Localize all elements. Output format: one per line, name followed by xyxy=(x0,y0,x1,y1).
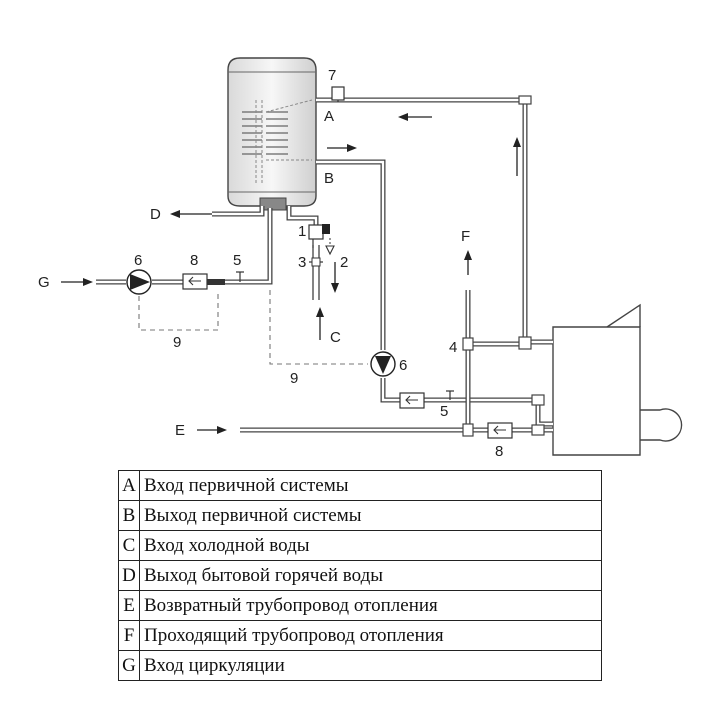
legend-text: Вход холодной воды xyxy=(139,530,602,561)
legend-row: E Возвратный трубопровод отопления xyxy=(118,590,602,621)
valve-tap-icon xyxy=(309,257,323,267)
legend-key: G xyxy=(118,650,140,681)
pipe-fitting xyxy=(207,279,225,285)
label-5-left: 5 xyxy=(233,252,241,269)
control-line-left xyxy=(138,290,219,331)
label-2: 2 xyxy=(340,254,348,271)
legend-key: E xyxy=(118,590,140,621)
pump-right-icon xyxy=(370,351,396,377)
drain-funnel-icon xyxy=(325,238,335,256)
label-d: D xyxy=(150,206,161,223)
label-e: E xyxy=(175,422,185,439)
legend-row: A Вход первичной системы xyxy=(118,470,602,501)
water-heater-tank xyxy=(227,57,317,211)
valve-right-icon xyxy=(446,390,454,400)
fittings xyxy=(462,95,545,437)
legend-text: Выход первичной системы xyxy=(139,500,602,531)
legend-text: Проходящий трубопровод отопления xyxy=(139,620,602,651)
label-1: 1 xyxy=(298,223,306,240)
check-valve-left-icon xyxy=(182,273,208,290)
safety-valve-icon xyxy=(308,224,330,248)
legend-row: C Вход холодной воды xyxy=(118,530,602,561)
label-8-right: 8 xyxy=(495,443,503,460)
legend-row: B Выход первичной системы xyxy=(118,500,602,531)
legend-key: F xyxy=(118,620,140,651)
legend-text: Вход циркуляции xyxy=(139,650,602,681)
label-3: 3 xyxy=(298,254,306,271)
legend-key: B xyxy=(118,500,140,531)
label-b: B xyxy=(324,170,334,187)
check-valve-right-bottom-icon xyxy=(487,422,513,439)
label-f: F xyxy=(461,228,470,245)
plumbing-diagram: A B C D E F G 1 2 3 4 5 5 6 6 7 8 8 9 9 xyxy=(38,57,683,460)
label-c: C xyxy=(330,329,341,346)
pump-left-icon xyxy=(126,269,152,295)
label-a: A xyxy=(324,108,334,125)
label-9-right: 9 xyxy=(290,370,298,387)
legend-text: Возвратный трубопровод отопления xyxy=(139,590,602,621)
label-5-right: 5 xyxy=(440,403,448,420)
check-valve-right-top-icon xyxy=(399,392,425,409)
control-line-right xyxy=(269,290,368,365)
legend-key: A xyxy=(118,470,140,501)
legend-key: D xyxy=(118,560,140,591)
legend-key: C xyxy=(118,530,140,561)
label-9-left: 9 xyxy=(173,334,181,351)
legend-row: G Вход циркуляции xyxy=(118,650,602,681)
label-8-left: 8 xyxy=(190,252,198,269)
legend-table: A Вход первичной системы B Выход первичн… xyxy=(118,470,602,681)
label-4: 4 xyxy=(449,339,457,356)
label-g: G xyxy=(38,274,50,291)
label-6-right: 6 xyxy=(399,357,407,374)
valve-left-icon xyxy=(236,271,244,282)
flow-arrows xyxy=(61,113,521,434)
label-7: 7 xyxy=(328,67,336,84)
label-6-left: 6 xyxy=(134,252,142,269)
legend-text: Вход первичной системы xyxy=(139,470,602,501)
air-vent-icon xyxy=(331,86,345,102)
boiler xyxy=(552,303,683,456)
legend-row: F Проходящий трубопровод отопления xyxy=(118,620,602,651)
legend-text: Выход бытовой горячей воды xyxy=(139,560,602,591)
pipes xyxy=(96,97,553,433)
legend-row: D Выход бытовой горячей воды xyxy=(118,560,602,591)
